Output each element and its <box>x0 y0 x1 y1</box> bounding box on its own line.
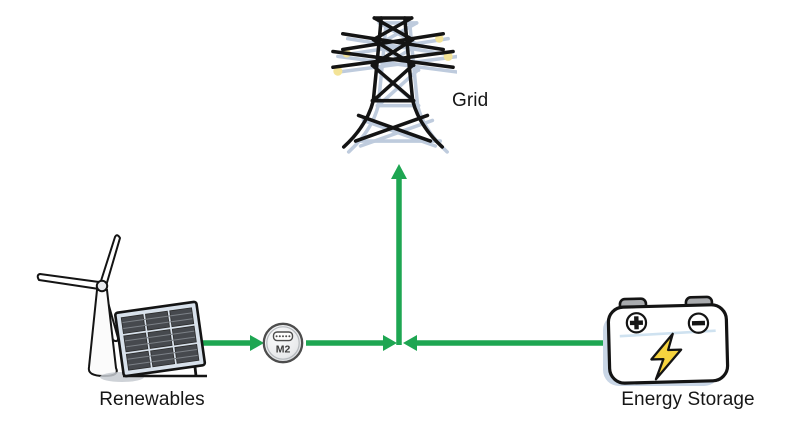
solar-panel <box>114 300 207 378</box>
meter-display-dots <box>275 335 291 338</box>
arrow-storage-to-junction <box>403 335 603 351</box>
minus-symbol <box>687 312 710 334</box>
grid-label: Grid <box>452 90 489 111</box>
power-meter-icon: M2 <box>262 322 304 364</box>
wind-turbine-solar-panel-icon <box>36 234 207 382</box>
plus-symbol <box>625 312 648 334</box>
meter-label: M2 <box>276 344 291 356</box>
arrow-renewables-to-meter <box>201 335 264 351</box>
battery-icon <box>603 295 730 386</box>
tower-structure <box>331 16 455 149</box>
energy-storage-label: Energy Storage <box>621 389 755 410</box>
arrow-meter-to-junction <box>306 335 397 351</box>
wind-turbine <box>36 234 144 382</box>
lightning-bolt-icon <box>650 332 683 381</box>
arrow-junction-to-grid <box>391 164 407 345</box>
transmission-tower-icon <box>331 16 457 154</box>
renewables-label: Renewables <box>99 389 205 410</box>
turbine-hub <box>95 279 109 293</box>
